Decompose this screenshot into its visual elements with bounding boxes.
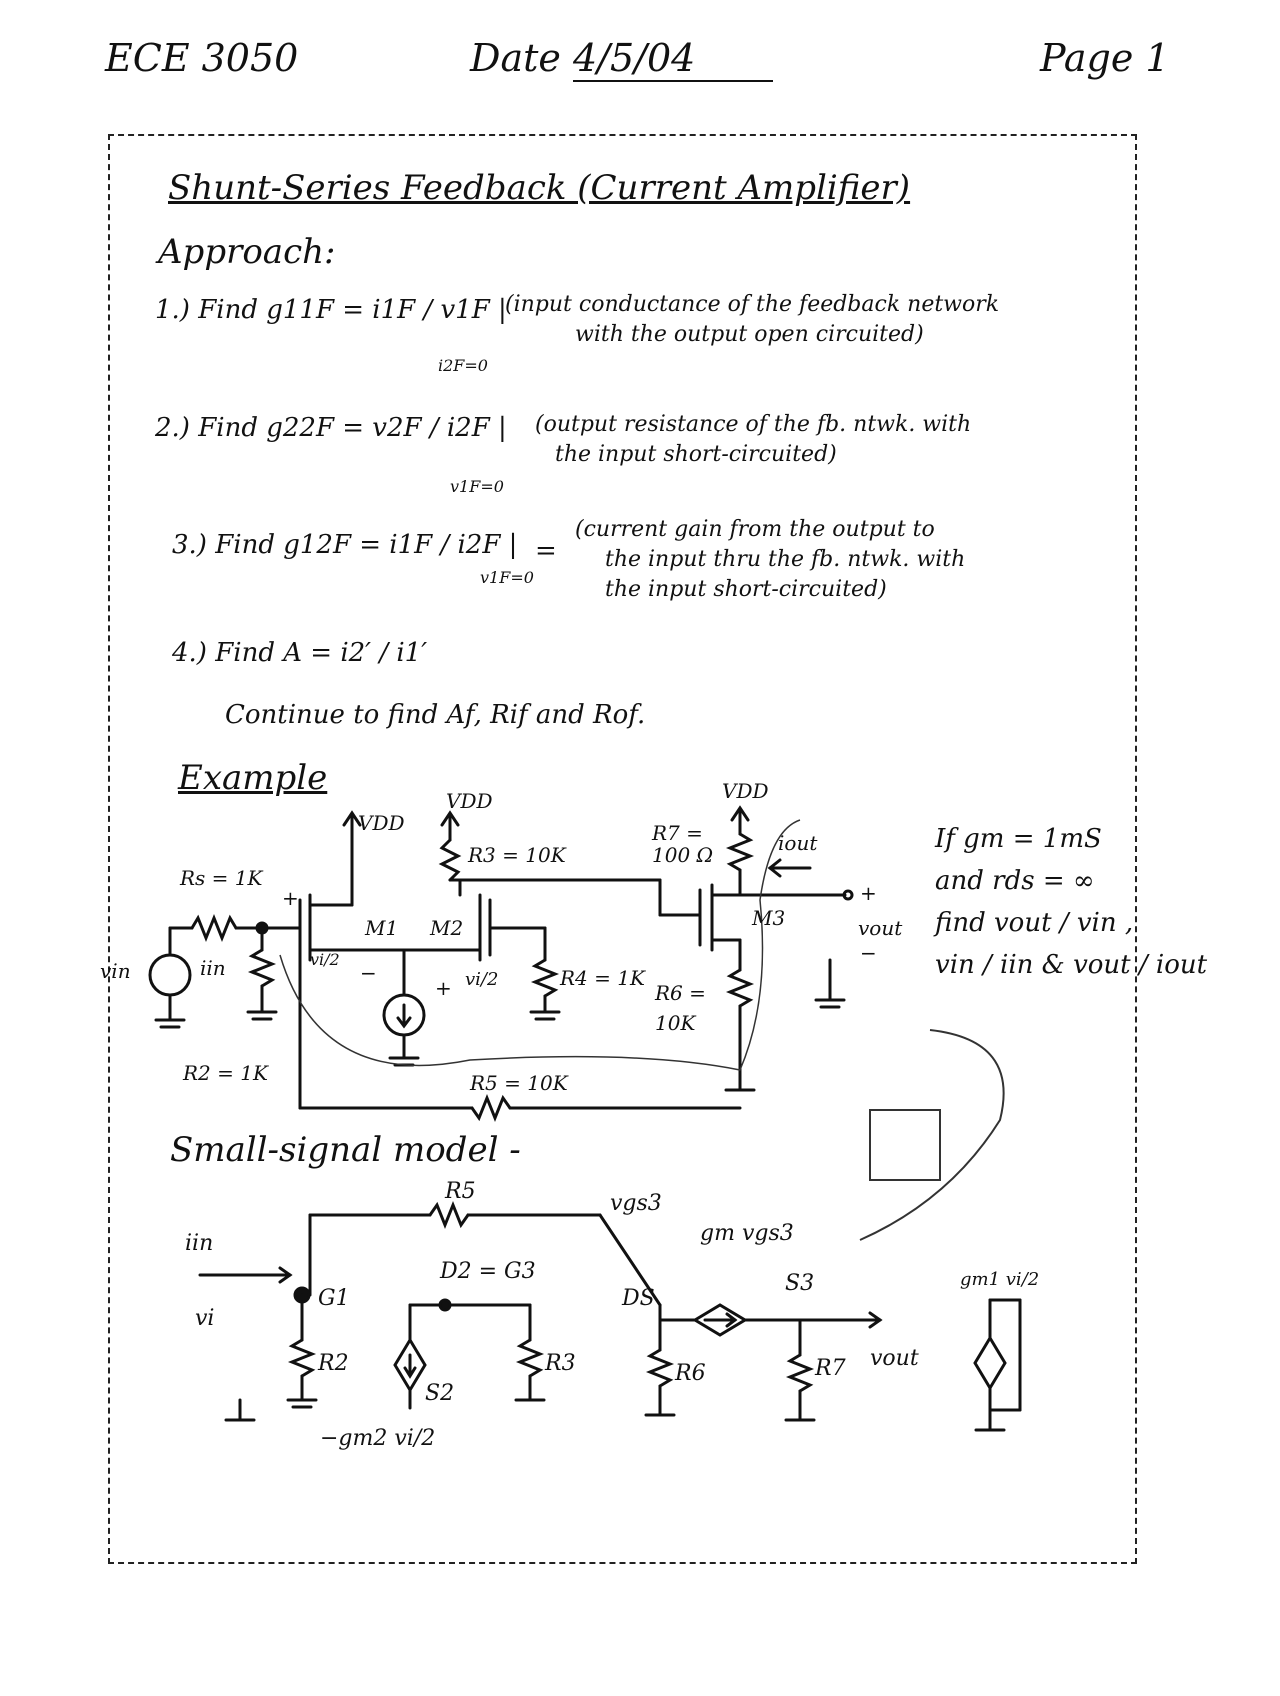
given-conditions: If gm = 1mS and rds = ∞ find vout / vin … xyxy=(935,824,1208,980)
step-2: 2.) Find g22F = v2F / i2F | xyxy=(155,413,507,443)
small-signal-label: Small-signal model - xyxy=(170,1130,521,1170)
example-label: Example xyxy=(178,758,328,798)
step-3-condition: v1F=0 xyxy=(480,568,534,587)
content-frame xyxy=(108,134,1137,1564)
page-number: Page 1 xyxy=(1040,36,1170,80)
date-field: Date 4/5/04 xyxy=(470,36,773,82)
continue-text: Continue to find Af, Rif and Rof. xyxy=(225,700,646,730)
step-4: 4.) Find A = i2′ / i1′ xyxy=(172,638,428,668)
step-3-equals: = xyxy=(535,536,557,566)
page-title: Shunt-Series Feedback (Current Amplifier… xyxy=(168,168,911,208)
step-1: 1.) Find g11F = i1F / v1F | xyxy=(155,295,507,325)
step-1-condition: i2F=0 xyxy=(438,356,488,375)
course-number: ECE 3050 xyxy=(105,36,299,80)
step-3-note: (current gain from the output to the inp… xyxy=(575,517,966,602)
date-value: 4/5/04 xyxy=(572,36,773,82)
step-3: 3.) Find g12F = i1F / i2F | xyxy=(172,530,518,560)
step-1-note: (input conductance of the feedback netwo… xyxy=(505,292,1000,347)
step-2-note: (output resistance of the fb. ntwk. with… xyxy=(535,412,972,467)
date-label: Date xyxy=(470,36,561,80)
approach-label: Approach: xyxy=(158,232,336,272)
step-2-condition: v1F=0 xyxy=(450,477,504,496)
